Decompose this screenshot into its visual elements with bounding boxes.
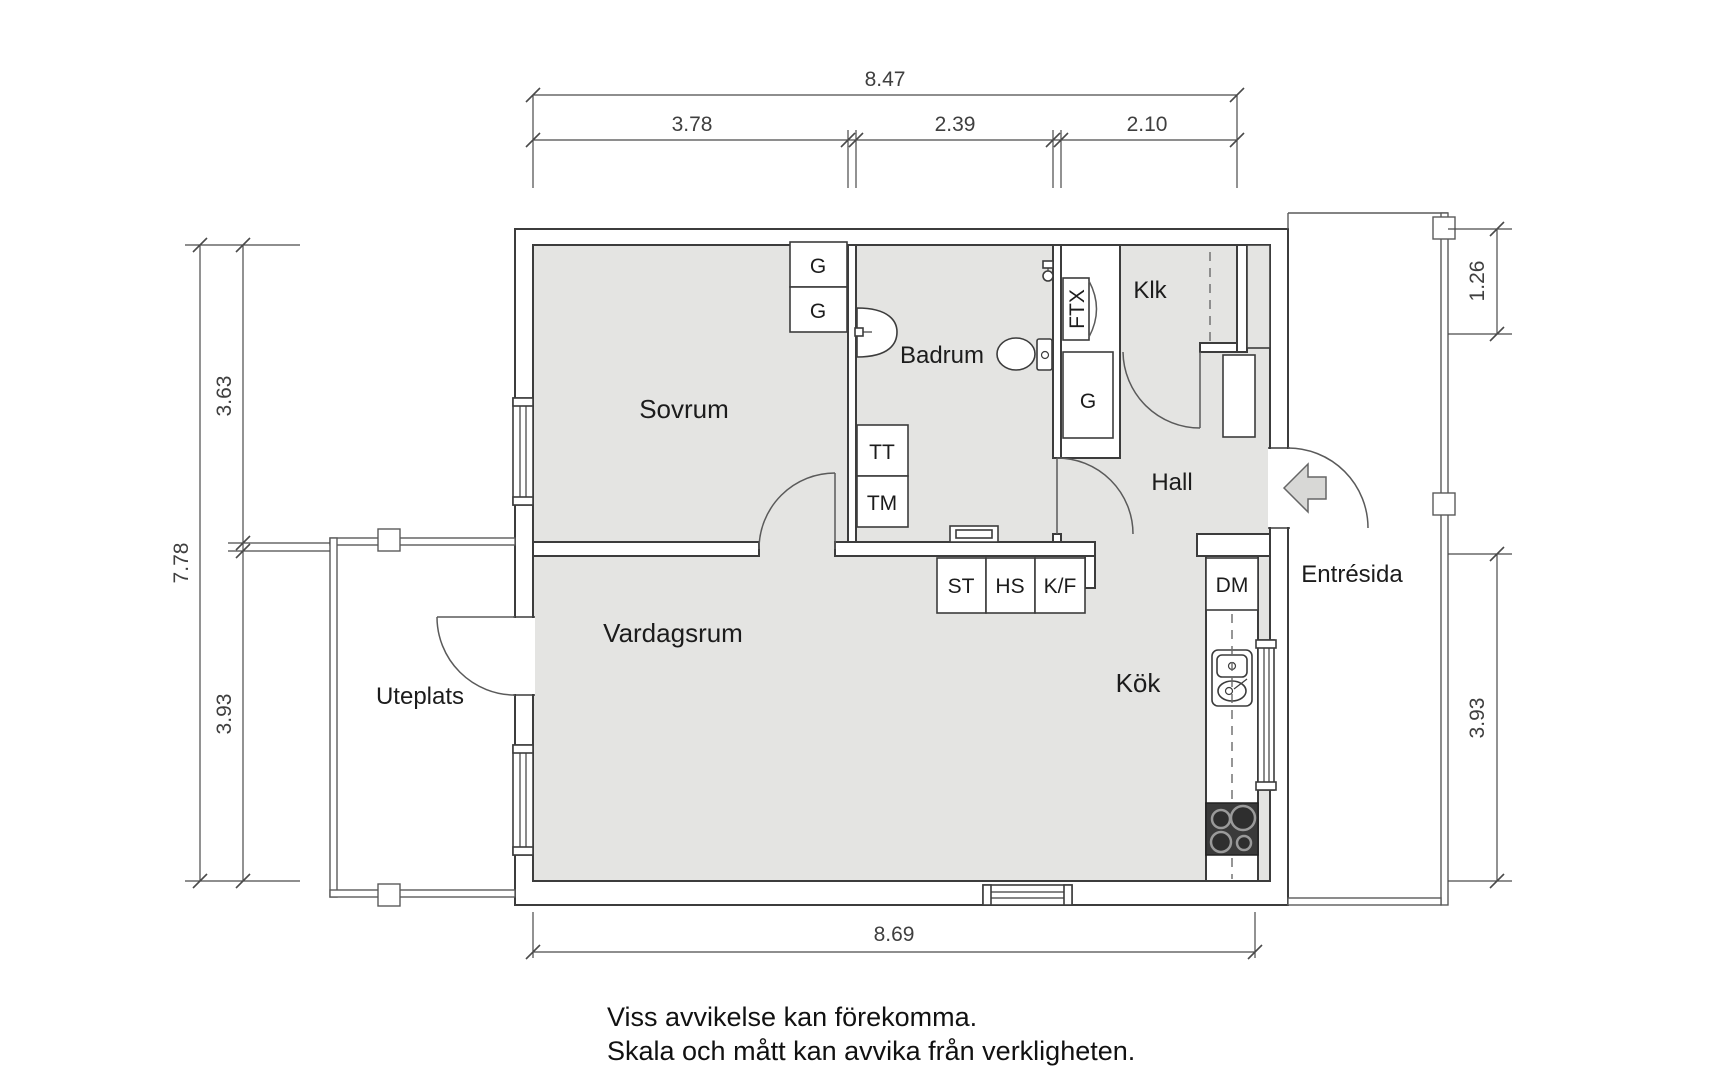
hs-box [985, 557, 1036, 614]
klk-door [1122, 351, 1201, 429]
interior-floor [532, 244, 1271, 882]
patio-post-bottom [377, 883, 401, 907]
dim-left-seg2: 3.93 [213, 694, 236, 735]
ftx-label: FTX [1066, 289, 1089, 329]
dim-right-seg2: 3.93 [1466, 698, 1489, 739]
wall-stub-kitchen [1084, 555, 1096, 589]
patio-post-top [377, 528, 401, 552]
shower-mixer-icon [1042, 260, 1054, 282]
sovrum-window [512, 397, 534, 506]
wardrobe-bottom-label: G [810, 300, 826, 323]
apartment-shell [514, 228, 1289, 906]
entresida-right-rail [1440, 212, 1449, 906]
kitchen-window [1255, 639, 1277, 791]
hall-cabinet-box [1222, 354, 1256, 438]
tm-label: TM [867, 492, 897, 515]
dim-top-seg2: 2.39 [935, 113, 976, 136]
dim-top-total: 8.47 [865, 68, 906, 91]
wall-openings [513, 447, 1290, 696]
dm-box [1205, 557, 1259, 611]
wall-badrum-south [834, 541, 1096, 557]
hatch-inner [955, 529, 993, 539]
patio-door [436, 616, 516, 696]
sovrum-door [758, 472, 836, 550]
kitchen-counter-return [1196, 533, 1271, 557]
hs-label: HS [995, 575, 1024, 598]
wall-sovrum-badrum [847, 244, 857, 543]
bottom-window [982, 884, 1073, 906]
tm-box [856, 475, 909, 528]
entresida-structure [1287, 212, 1456, 906]
entresida-post-mid [1432, 492, 1456, 516]
dim-top-seg3: 2.10 [1127, 113, 1168, 136]
bathroom-sink-icon [856, 307, 898, 358]
stove-icon [1205, 802, 1259, 856]
wardrobe-box-bottom [789, 286, 848, 333]
badrum-door [1056, 457, 1134, 535]
disclaimer-line-2: Skala och mått kan avvika från verklighe… [607, 1036, 1135, 1066]
bathroom-sink-tap [854, 327, 864, 337]
tt-box [856, 424, 909, 477]
dim-bottom-total: 8.69 [874, 923, 915, 946]
toilet-tank-icon [1036, 338, 1053, 371]
st-label: ST [948, 575, 975, 598]
wall-klk-south [1199, 342, 1238, 353]
hall-label: Hall [1151, 469, 1192, 496]
kf-box [1034, 557, 1086, 614]
windows [512, 397, 1277, 906]
dim-left-total: 7.78 [170, 543, 193, 584]
wall-badrum-east [1052, 244, 1062, 459]
patio-rail-top [329, 537, 516, 546]
entresida-post-top [1432, 216, 1456, 240]
dm-label: DM [1216, 574, 1249, 597]
patio-rail-bottom [329, 889, 516, 898]
room-labels: Sovrum Badrum Klk Hall Kök Vardagsrum Ut… [376, 277, 1403, 710]
st-box [936, 557, 987, 614]
disclaimer-line-1: Viss avvikelse kan förekomma. [607, 1002, 977, 1032]
wall-badrum-jamb [1052, 533, 1062, 543]
entrance-door [1282, 447, 1369, 529]
klk-label: Klk [1133, 277, 1167, 304]
wall-klk-east [1236, 244, 1248, 353]
wall-sovrum-south [532, 541, 760, 557]
ftx-door-curve [1088, 280, 1098, 338]
doors [436, 351, 1369, 696]
dim-right-seg1: 1.26 [1466, 261, 1489, 302]
kok-label: Kök [1116, 668, 1162, 698]
shaft [1246, 244, 1271, 349]
toilet-bowl-icon [996, 337, 1036, 371]
tt-label: TT [869, 441, 895, 464]
dashed-lines [1209, 252, 1233, 879]
dimension-lines: 8.47 3.78 2.39 2.10 7.78 3.63 3.93 [170, 68, 1512, 960]
entresida-bottom-rail [1287, 897, 1442, 906]
wardrobe-top-label: G [810, 255, 826, 278]
footer-disclaimer: Viss avvikelse kan förekomma. Skala och … [607, 1002, 1135, 1066]
vardagsrum-window [512, 744, 534, 856]
badrum-label: Badrum [900, 342, 984, 369]
ftx-box [1062, 277, 1090, 341]
patio-door-opening [513, 618, 535, 694]
fixtures: G G TT TM ST HS K/F FTX G DM [789, 241, 1259, 614]
patio-structure [329, 528, 516, 907]
uteplats-label: Uteplats [376, 683, 464, 710]
hall-wardrobe-label: G [1080, 390, 1096, 413]
hall-wardrobe-box [1062, 351, 1114, 439]
dim-top-seg1: 3.78 [672, 113, 713, 136]
sovrum-label: Sovrum [639, 394, 729, 424]
entrance-arrow-icon [1282, 462, 1327, 514]
kf-label: K/F [1044, 575, 1077, 598]
toilet-button [1040, 350, 1050, 360]
dim-left-seg1: 3.63 [213, 376, 236, 417]
entresida-label: Entrésida [1301, 561, 1403, 588]
vardagsrum-label: Vardagsrum [603, 618, 743, 648]
patio-rail-left [329, 537, 338, 898]
entrance-door-opening [1268, 449, 1290, 527]
